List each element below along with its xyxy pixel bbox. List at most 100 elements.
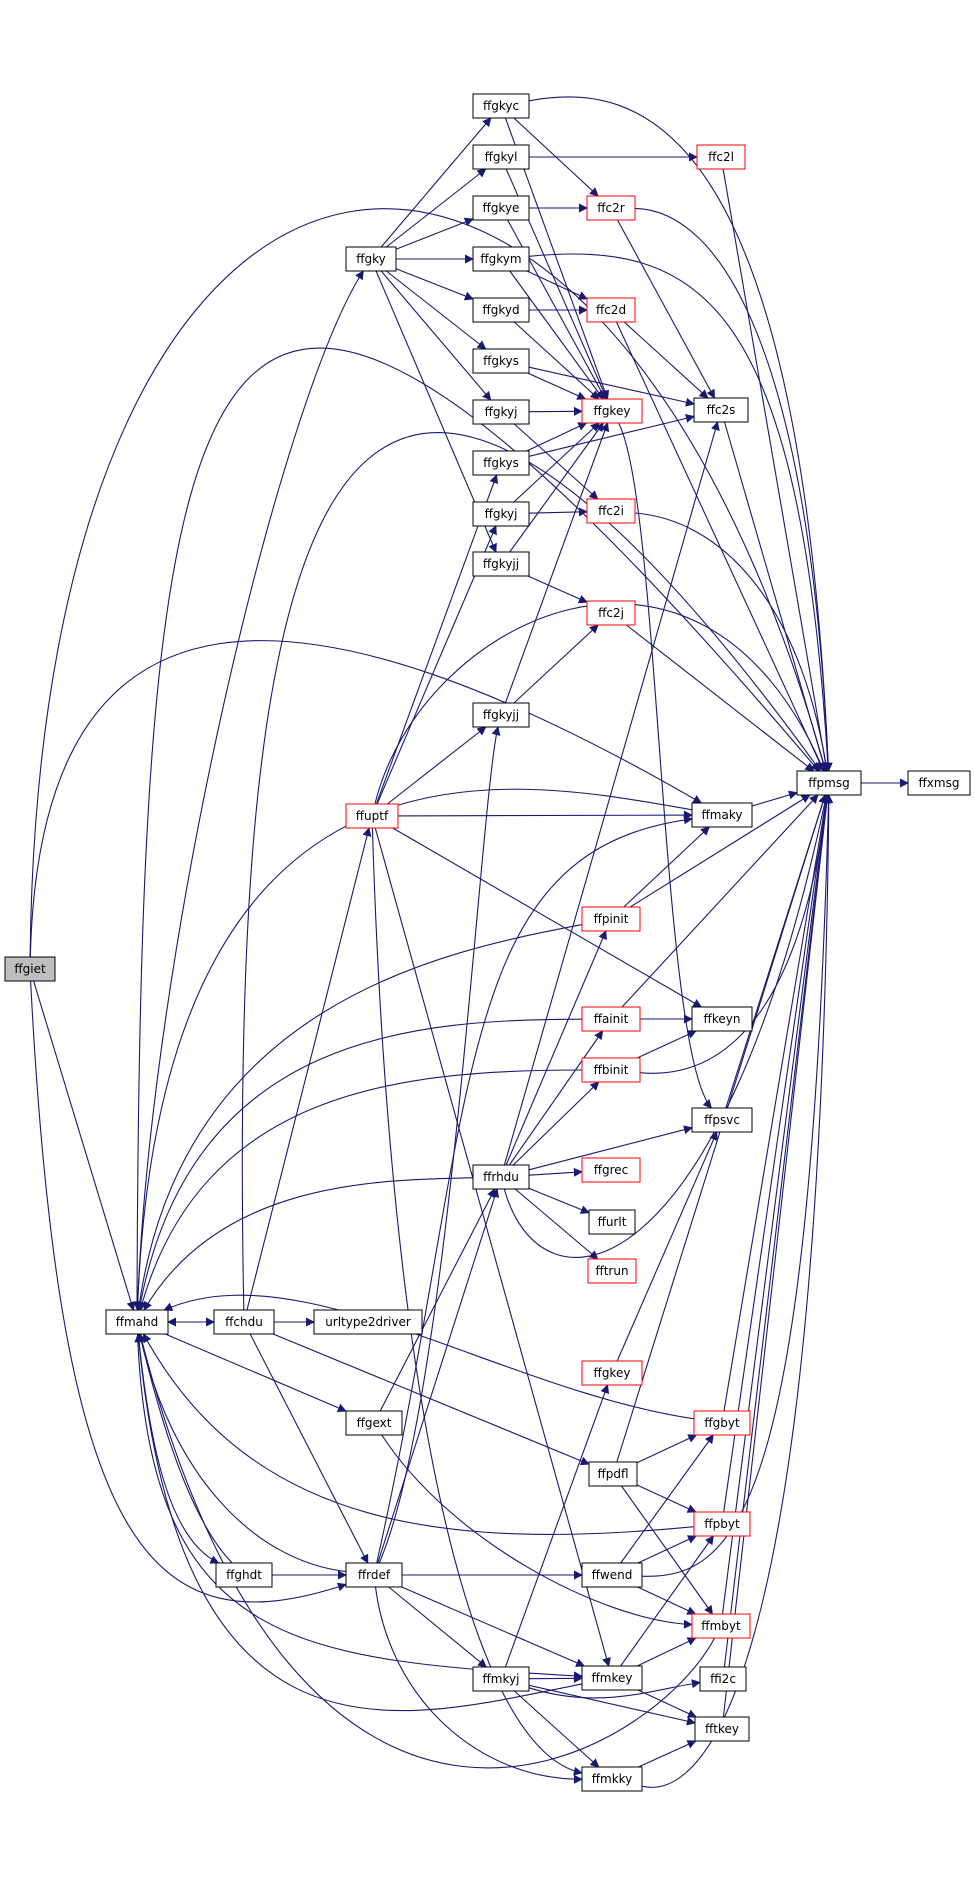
node-ffrdef[interactable]: ffrdef (345, 1562, 403, 1588)
edge-ffmaky-to-ffpmsg (751, 790, 798, 807)
node-box (581, 1157, 641, 1183)
node-ffmkky[interactable]: ffmkky (581, 1766, 643, 1792)
node-ffgkey2[interactable]: ffgkey (581, 1360, 643, 1386)
node-ffxmsg[interactable]: ffxmsg (907, 770, 971, 796)
node-ffgkym[interactable]: ffgkym (472, 246, 530, 272)
node-ffc2l[interactable]: ffc2l (696, 144, 746, 170)
edge-ffgkym-to-ffc2d (526, 270, 588, 300)
node-fftrun[interactable]: fftrun (587, 1258, 637, 1284)
node-label: ffgkys (483, 354, 519, 368)
node-box (4, 956, 56, 982)
node-ffgrec[interactable]: ffgrec (581, 1157, 641, 1183)
node-ffgext[interactable]: ffgext (345, 1410, 403, 1436)
node-ffc2d[interactable]: ffc2d (586, 297, 636, 323)
edge-ffmkey-to-ffpbyt (620, 1535, 714, 1667)
node-fftkey[interactable]: fftkey (694, 1716, 750, 1742)
edge-ffbinit-to-ffmahd (138, 1069, 583, 1311)
node-box (696, 144, 746, 170)
node-ffuptf[interactable]: ffuptf (345, 803, 399, 829)
node-ffc2i[interactable]: ffc2i (586, 498, 636, 524)
node-ffgkys1[interactable]: ffgkys (472, 348, 530, 374)
node-box (472, 144, 530, 170)
edge-ffmbyt-to-ffmahd (137, 1333, 716, 1769)
node-label: fftkey (705, 1722, 739, 1736)
node-label: ffgkyd (482, 303, 519, 317)
edge-ffmbyt-to-ffpmsg (721, 794, 831, 1615)
edge-ffgky-to-ffgkyl (385, 168, 487, 248)
node-ffgkyjj2[interactable]: ffgkyjj (472, 702, 530, 728)
edge-ffrhdu-to-fftrun (514, 1188, 599, 1260)
node-ffgkyj2[interactable]: ffgkyj (472, 501, 530, 527)
node-box (581, 1766, 643, 1792)
edge-ffuptf-to-ffkeyn (392, 827, 703, 1008)
edge-ffc2r-to-ffc2s (617, 219, 715, 399)
node-ffwend[interactable]: ffwend (581, 1562, 643, 1588)
edge-ffpinit-to-ffmaky (623, 826, 710, 908)
node-box (472, 297, 530, 323)
node-box (694, 1716, 750, 1742)
node-ffgky[interactable]: ffgky (345, 246, 397, 272)
node-ffchdu[interactable]: ffchdu (213, 1309, 275, 1335)
node-ffgkyc[interactable]: ffgkyc (472, 93, 530, 119)
node-box (105, 1309, 169, 1335)
node-box (472, 702, 530, 728)
node-ffgkey1[interactable]: ffgkey (581, 398, 643, 424)
edge-ffwend-to-ffpbyt (637, 1535, 697, 1564)
node-ffainit[interactable]: ffainit (581, 1006, 641, 1032)
edge-ffgkym-to-ffgkey1 (509, 270, 604, 400)
node-label: ffxmsg (919, 776, 960, 790)
node-ffmaky[interactable]: ffmaky (691, 802, 753, 828)
node-ffpbyt[interactable]: ffpbyt (693, 1511, 751, 1537)
node-ffc2s[interactable]: ffc2s (693, 397, 749, 423)
node-ffc2j[interactable]: ffc2j (586, 600, 636, 626)
node-ffpinit[interactable]: ffpinit (581, 906, 641, 932)
node-ffghdt[interactable]: ffghdt (215, 1562, 273, 1588)
edge-ffrdef-to-ffmkey (401, 1586, 586, 1667)
node-ffi2c[interactable]: ffi2c (699, 1666, 747, 1692)
node-box (581, 1057, 641, 1083)
node-ffmbyt[interactable]: ffmbyt (691, 1613, 751, 1639)
edge-ffmkyj-to-ffi2c (528, 1679, 701, 1699)
node-ffgkys2[interactable]: ffgkys (472, 450, 530, 476)
node-label: ffc2i (598, 504, 624, 518)
node-box (215, 1562, 273, 1588)
node-box (581, 1360, 643, 1386)
node-label: ffc2l (708, 150, 734, 164)
node-label: ffpdfl (597, 1467, 628, 1481)
edge-ffgkyjj1-to-ffc2j (527, 575, 588, 604)
edge-ffmahd-to-ffgky (136, 270, 364, 1311)
edge-ffgkyd-to-ffgkey1 (513, 321, 600, 400)
node-ffgkye[interactable]: ffgkye (472, 195, 530, 221)
node-ffgiet[interactable]: ffgiet (4, 956, 56, 982)
node-ffgkyl[interactable]: ffgkyl (472, 144, 530, 170)
node-ffbinit[interactable]: ffbinit (581, 1057, 641, 1083)
edge-ffrdef-to-ffmkky (374, 1586, 583, 1784)
node-box (693, 1410, 751, 1436)
node-ffpsvc[interactable]: ffpsvc (691, 1107, 753, 1133)
node-ffkeyn[interactable]: ffkeyn (691, 1006, 753, 1032)
node-ffrhdu[interactable]: ffrhdu (472, 1164, 530, 1190)
node-ffmkyj[interactable]: ffmkyj (472, 1666, 530, 1692)
edge-ffrdef-to-ffgkyjj2 (378, 726, 501, 1564)
node-ffmahd[interactable]: ffmahd (105, 1309, 169, 1335)
node-ffgkyjj1[interactable]: ffgkyjj (472, 551, 530, 577)
node-label: ffkeyn (704, 1012, 741, 1026)
node-ffpmsg[interactable]: ffpmsg (796, 770, 862, 796)
edge-ffgiet-to-ffmaky (29, 640, 703, 958)
node-box (691, 1613, 751, 1639)
node-label: ffgkey (594, 1366, 631, 1380)
node-ffurlt[interactable]: ffurlt (588, 1209, 636, 1235)
node-ffgkyd[interactable]: ffgkyd (472, 297, 530, 323)
node-ffgbyt[interactable]: ffgbyt (693, 1410, 751, 1436)
node-ffmkey[interactable]: ffmkey (581, 1665, 643, 1691)
node-urltype2driver[interactable]: urltype2driver (313, 1309, 423, 1335)
edge-ffpdfl-to-ffgbyt (636, 1434, 698, 1464)
edge-ffgkyj2-to-ffgkey1 (513, 422, 600, 503)
edge-ffgkey1-to-ffpsvc (618, 422, 712, 1109)
node-ffc2r[interactable]: ffc2r (586, 195, 636, 221)
node-label: ffc2j (598, 606, 624, 620)
node-ffpdfl[interactable]: ffpdfl (588, 1461, 638, 1487)
edge-ffmkyj-to-fftkey (528, 1684, 696, 1726)
node-box (472, 501, 530, 527)
node-ffgkyj1[interactable]: ffgkyj (472, 399, 530, 425)
